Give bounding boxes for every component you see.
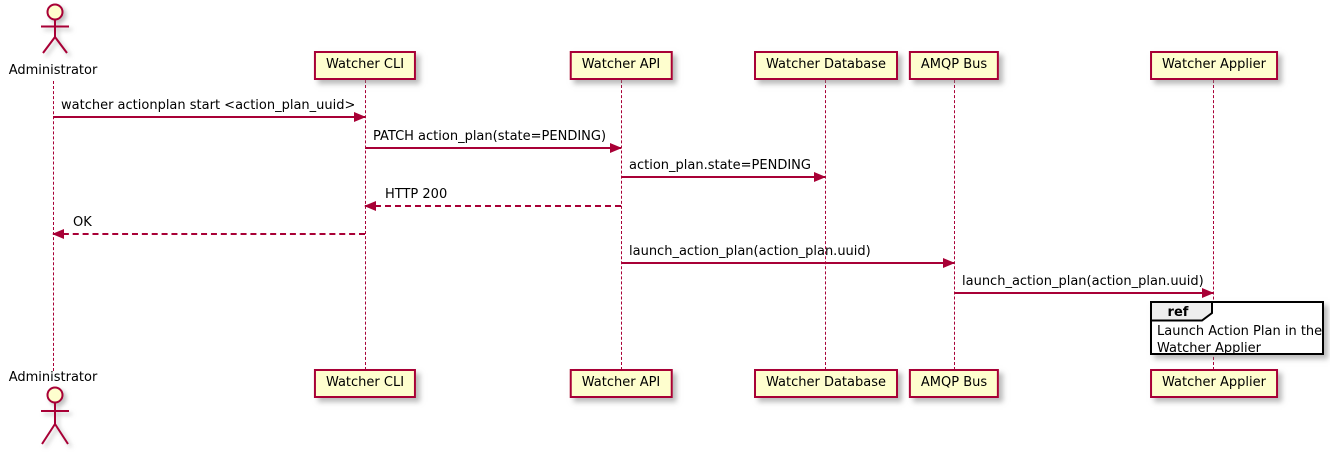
- participant-top-watcher-api: Watcher API: [569, 51, 673, 80]
- message-label: launch_action_plan(action_plan.uuid): [629, 244, 871, 259]
- participant-top-amqp-bus: AMQP Bus: [908, 51, 1000, 80]
- message-label: HTTP 200: [385, 187, 448, 202]
- lifeline-watcher-cli: [365, 80, 366, 370]
- participant-bottom-watcher-api: Watcher API: [569, 369, 673, 398]
- message-line: [954, 292, 1213, 294]
- participant-top-watcher-cli: Watcher CLI: [313, 51, 417, 80]
- participant-top-watcher-applier: Watcher Applier: [1150, 51, 1278, 80]
- arrowhead-right-icon: [354, 112, 366, 122]
- arrowhead-right-icon: [1202, 288, 1214, 298]
- participant-bottom-watcher-cli: Watcher CLI: [313, 369, 417, 398]
- arrowhead-right-icon: [814, 172, 826, 182]
- message-label: PATCH action_plan(state=PENDING): [373, 129, 607, 144]
- actor-label-bottom: Administrator: [8, 370, 98, 385]
- participant-bottom-watcher-applier: Watcher Applier: [1150, 369, 1278, 398]
- message-line: [365, 147, 621, 149]
- actor-icon: [41, 386, 69, 445]
- message-label: launch_action_plan(action_plan.uuid): [962, 274, 1204, 289]
- message-line: [365, 205, 621, 207]
- message-label: OK: [73, 215, 92, 230]
- ref-keyword: ref: [1167, 305, 1189, 320]
- arrowhead-left-icon: [364, 201, 376, 211]
- message-line: [621, 262, 954, 264]
- message-line: [621, 176, 825, 178]
- actor-icon: [41, 3, 69, 54]
- ref-tab-icon: [1150, 301, 1213, 322]
- message-line: [53, 233, 365, 235]
- actor-label-top: Administrator: [8, 63, 98, 78]
- participant-top-watcher-database: Watcher Database: [754, 51, 898, 80]
- participant-bottom-amqp-bus: AMQP Bus: [908, 369, 1000, 398]
- lifeline-watcher-database: [825, 80, 826, 370]
- ref-fragment: ref Launch Action Plan in the Watcher Ap…: [1150, 301, 1324, 356]
- lifeline-amqp-bus: [954, 80, 955, 370]
- ref-text-line2: Watcher Applier: [1157, 341, 1261, 356]
- ref-text-line1: Launch Action Plan in the: [1157, 324, 1323, 339]
- message-label: action_plan.state=PENDING: [629, 158, 811, 173]
- arrowhead-left-icon: [52, 229, 64, 239]
- lifeline-watcher-api: [621, 80, 622, 370]
- message-line: [53, 116, 365, 118]
- participant-bottom-watcher-database: Watcher Database: [754, 369, 898, 398]
- lifeline-administrator: [53, 81, 54, 371]
- arrowhead-right-icon: [610, 143, 622, 153]
- message-label: watcher actionplan start <action_plan_uu…: [61, 98, 356, 113]
- lifeline-watcher-applier: [1213, 80, 1214, 370]
- arrowhead-right-icon: [943, 258, 955, 268]
